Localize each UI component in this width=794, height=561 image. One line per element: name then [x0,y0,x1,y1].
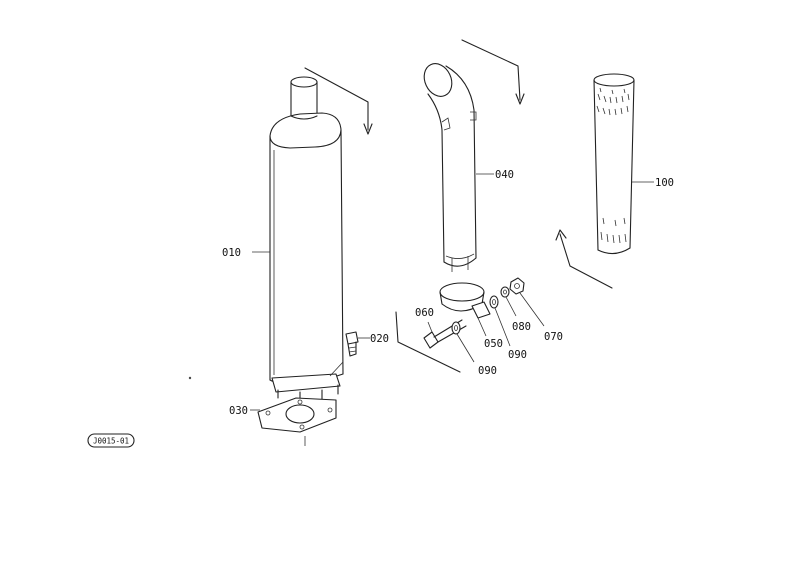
muffler-part[interactable] [269,76,344,405]
washer-090b-part[interactable] [489,295,499,309]
label-060: 060 [415,307,434,319]
assembly-arrow [461,39,521,101]
label-010: 010 [222,247,241,259]
washer-080-part[interactable] [500,286,510,298]
label-020: 020 [370,333,389,345]
assembly-arrow [304,67,369,131]
drawing-code: J0015-01 [93,437,129,446]
label-100: 100 [655,177,674,189]
assembly-arrow [395,311,461,373]
label-030: 030 [229,405,248,417]
washer-090a-part[interactable] [451,321,461,335]
clamp-050-part[interactable] [439,282,491,319]
label-080: 080 [512,321,531,333]
gasket-030-part[interactable] [257,397,337,433]
label-040: 040 [495,169,514,181]
bolt-020-part[interactable] [345,331,359,357]
nut-070-part[interactable] [509,277,525,295]
exhaust-pipe-040-part[interactable] [419,59,477,272]
label-070: 070 [544,331,563,343]
assembly-arrow [559,233,613,289]
label-090-upper: 090 [508,349,527,361]
arrester-tube-100-part[interactable] [593,73,635,255]
label-090-lower: 090 [478,365,497,377]
label-050: 050 [484,338,503,350]
drawing-code-stamp: J0015-01 [87,433,135,448]
